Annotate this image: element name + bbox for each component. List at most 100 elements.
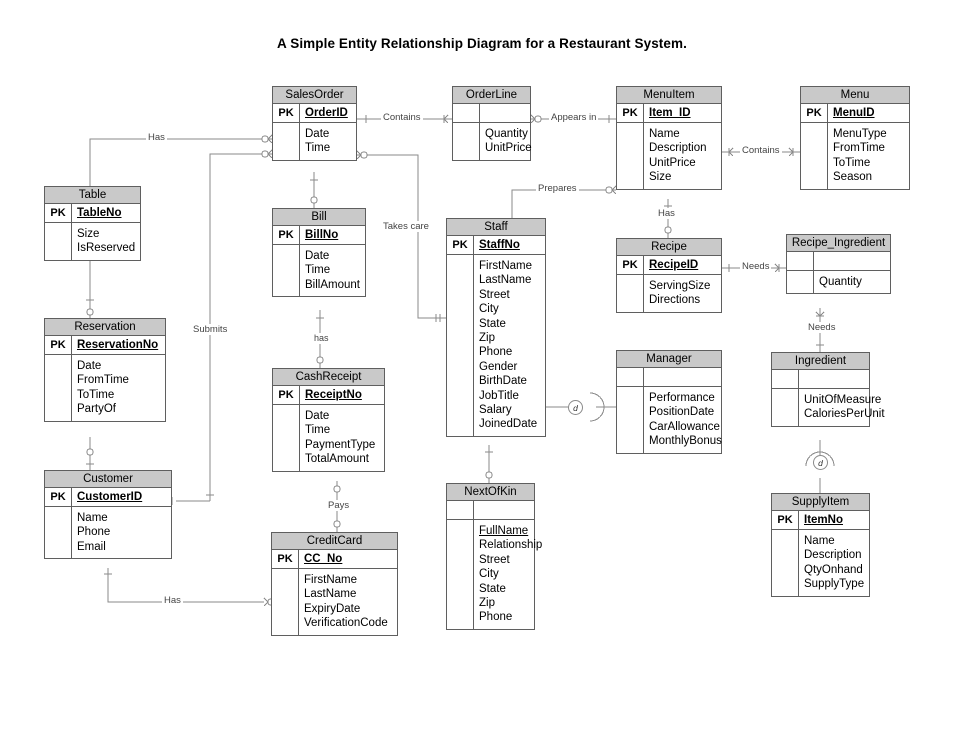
pk-name-manager [649, 368, 718, 386]
pk-name-recipe-ingredient [819, 252, 887, 270]
pk-label-menu: PK [801, 104, 828, 122]
attribute-item: Size [77, 228, 100, 240]
attribute-item: Phone [479, 346, 513, 359]
pk-label-customer: PK [45, 488, 72, 506]
pk-name-cashreceipt: ReceiptNo [305, 389, 362, 401]
attribute-item: Zip [479, 597, 495, 610]
pk-name-reservation: ReservationNo [77, 339, 159, 351]
attribute-item: Time [305, 142, 331, 155]
attribute-item: Quantity [819, 276, 862, 288]
pk-label-recipe-ingredient [787, 252, 814, 270]
pk-label-ingredient [772, 370, 799, 388]
disjoint-symbol-staff-manager: d [568, 400, 583, 415]
attribute-item: Street [479, 553, 510, 566]
attribute-item: UnitPrice [649, 156, 696, 169]
pk-name-salesorder: OrderID [305, 107, 348, 119]
attribute-item: ServingSize [649, 280, 711, 292]
attribute-item: MenuType [833, 128, 887, 140]
fk-col-staff [447, 255, 474, 436]
attribute-item: CaloriesPerUnit [804, 408, 885, 421]
fk-col-manager [617, 387, 644, 453]
pk-name-orderline [485, 104, 527, 122]
pk-label-menuitem: PK [617, 104, 644, 122]
entity-recipe-ingredient[interactable]: Recipe_Ingredient Quantity [786, 234, 891, 295]
relationship-label-pays-cashreceipt-creditcard: Pays [326, 500, 352, 511]
pk-name-bill: BillNo [305, 229, 339, 241]
attribute-item: State [479, 582, 506, 595]
entity-title-orderline: OrderLine [453, 87, 530, 104]
pk-name-recipe: RecipeID [649, 259, 699, 271]
relationship-label-has-customer-creditcard: Has [162, 595, 183, 606]
entity-title-salesorder: SalesOrder [273, 87, 356, 104]
attribute-item: Name [649, 128, 680, 140]
attribute-item: VerificationCode [304, 617, 388, 630]
attribute-item: IsReserved [77, 242, 136, 255]
attribute-item: Season [833, 171, 873, 184]
pk-label-reservation: PK [45, 336, 72, 354]
entity-title-reservation: Reservation [45, 319, 165, 336]
pk-label-cashreceipt: PK [273, 386, 300, 404]
entity-title-recipe: Recipe [617, 239, 721, 256]
attribute-item: Relationship [479, 539, 543, 552]
attribute-item: Phone [77, 526, 111, 539]
attribute-item: MonthlyBonus [649, 435, 722, 448]
attribute-item: UnitOfMeasure [804, 394, 882, 406]
fk-col-supplyitem [772, 530, 799, 596]
attribute-item: CarAllowance [649, 420, 720, 433]
attribute-item: Description [649, 142, 707, 155]
attribute-item: City [479, 303, 499, 316]
pk-label-staff: PK [447, 236, 474, 254]
relationship-label-contains-menuitem-menu: Contains [740, 145, 782, 156]
pk-label-orderline [453, 104, 480, 122]
attribute-item: ToTime [77, 388, 115, 401]
fk-col-salesorder [273, 123, 300, 160]
entity-title-recipe-ingredient: Recipe_Ingredient [787, 235, 890, 252]
attribute-item: UnitPrice [485, 142, 532, 155]
attribute-item: ToTime [833, 156, 871, 169]
pk-name-creditcard: CC_No [304, 553, 343, 565]
attribute-item: FirstName [479, 260, 533, 272]
pk-label-supplyitem: PK [772, 511, 799, 529]
entity-title-table: Table [45, 187, 140, 204]
pk-name-customer: CustomerID [77, 491, 143, 503]
entity-title-nextofkin: NextOfKin [447, 484, 534, 501]
relationship-label-takes-care-salesorder-staff: Takes care [381, 221, 431, 232]
entity-title-menu: Menu [801, 87, 909, 104]
attribute-item: Name [77, 512, 108, 524]
pk-name-ingredient [804, 370, 866, 388]
attribute-list-recipe-ingredient: Quantity [819, 271, 887, 293]
pk-name-menu: MenuID [833, 107, 875, 119]
relationship-label-submits-customer-salesorder: Submits [191, 324, 230, 335]
attribute-item: SupplyType [804, 578, 865, 591]
pk-label-salesorder: PK [273, 104, 300, 122]
attribute-item: Date [77, 360, 102, 372]
fk-col-menuitem [617, 123, 644, 189]
attribute-item: Time [305, 264, 331, 277]
relationship-label-needs-recipe-recipeingredient: Needs [740, 261, 772, 272]
